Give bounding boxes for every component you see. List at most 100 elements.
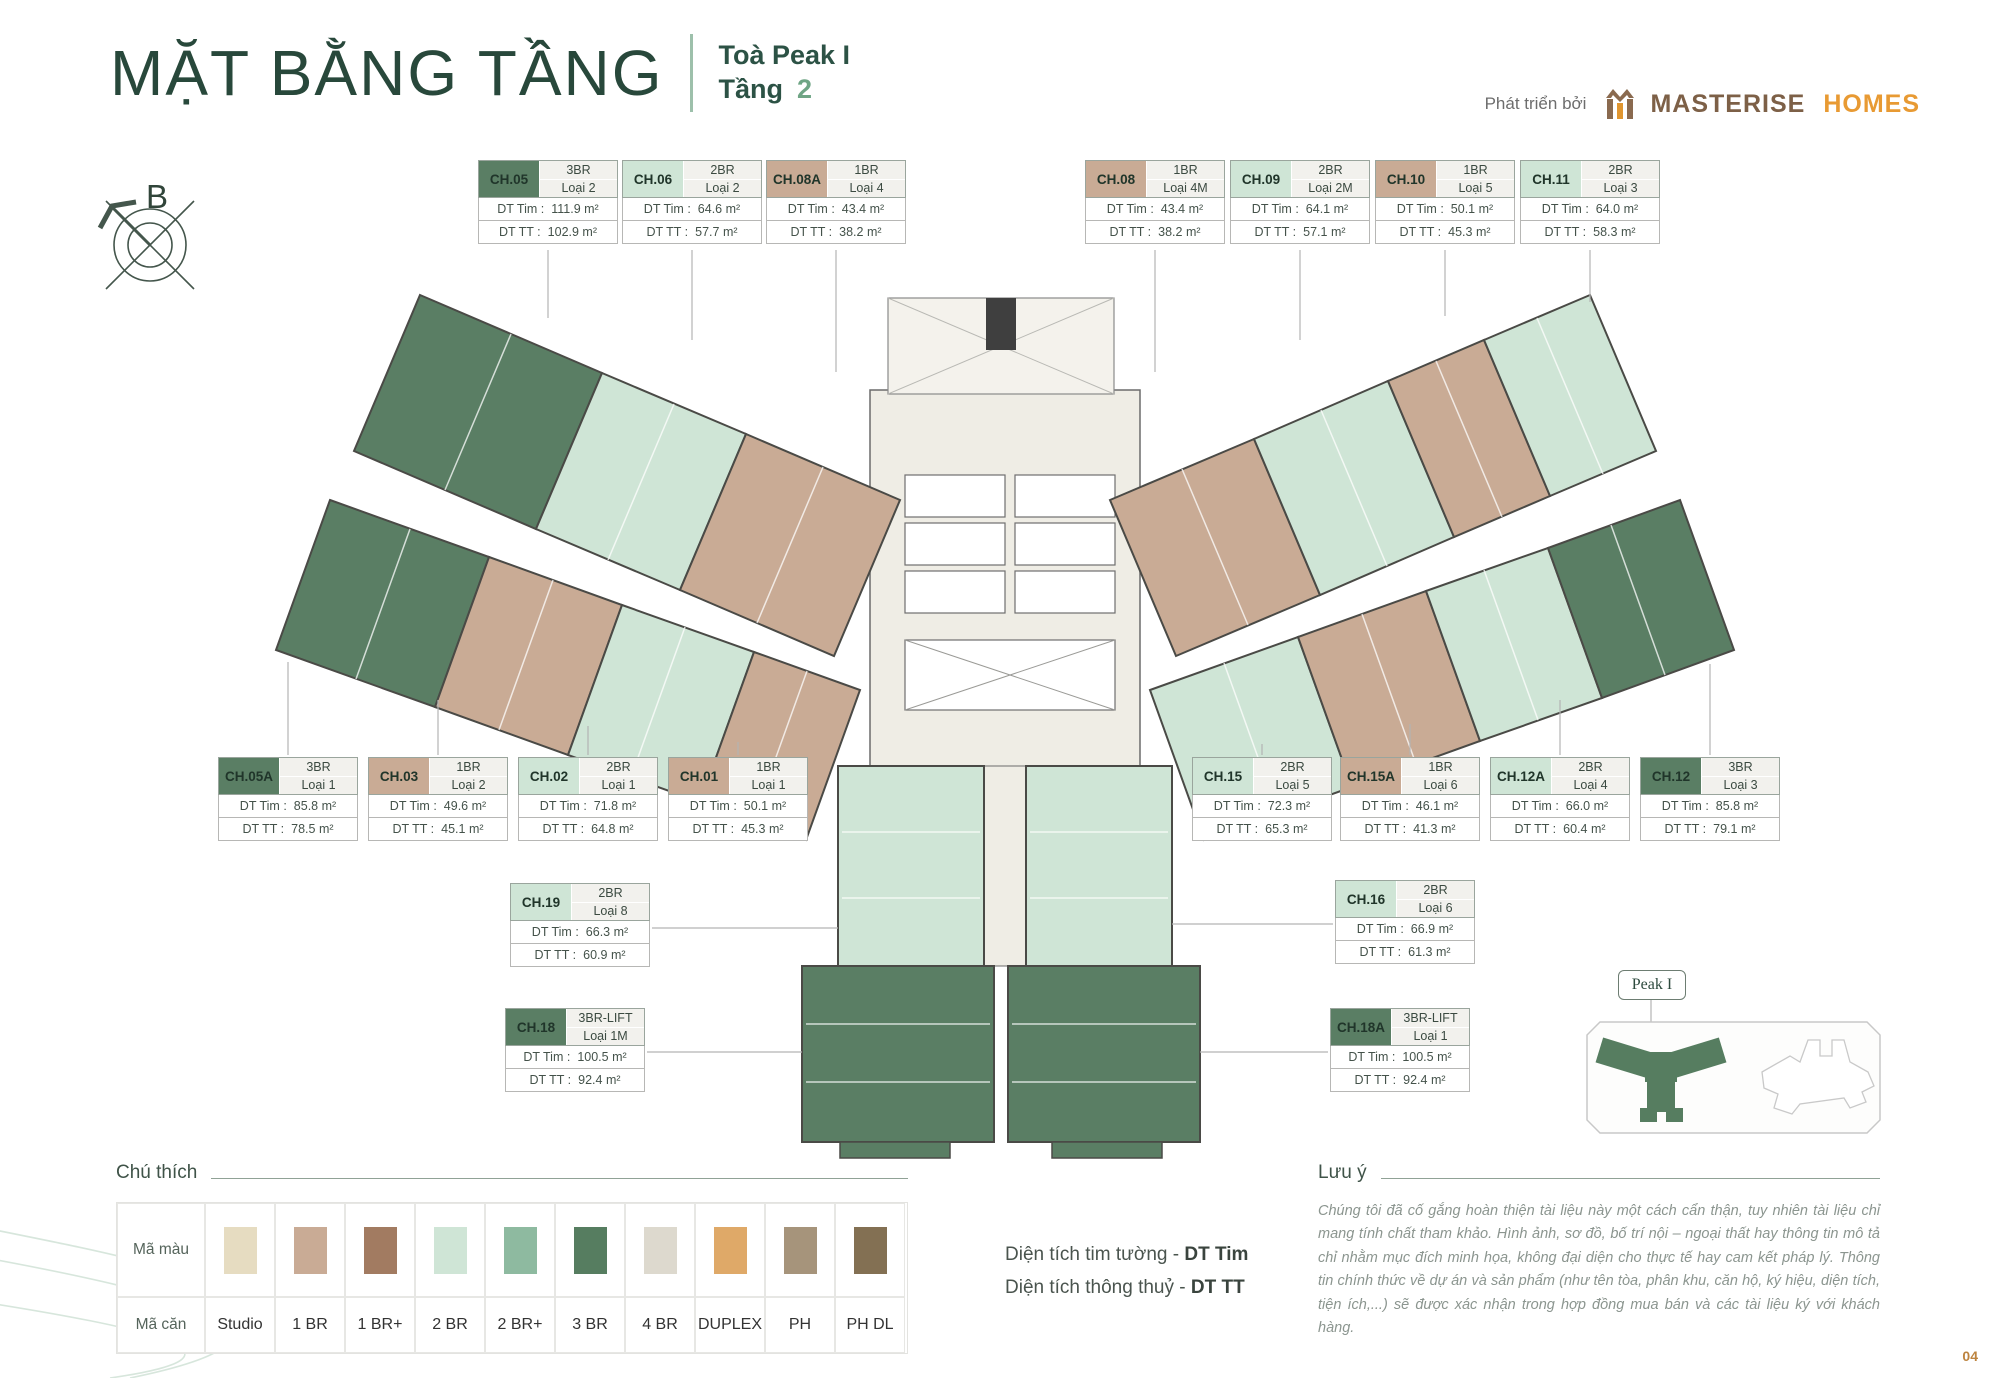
unit-code: CH.15A (1341, 758, 1401, 794)
note-title-rule (1380, 1178, 1880, 1179)
dt-tim-label: DT Tim : (1106, 202, 1154, 216)
dt-tt-label: DT TT : (534, 948, 577, 962)
unit-variant: Loại 6 (1401, 776, 1479, 794)
unit-code: CH.10 (1376, 161, 1436, 197)
dt-tim-value: 72.3 m² (1267, 799, 1311, 813)
area-definitions: Diện tích tim tường - DT Tim Diện tích t… (1005, 1238, 1248, 1305)
dt-tt-label: DT TT : (498, 225, 541, 239)
dt-tt-value: 92.4 m² (1403, 1073, 1446, 1087)
brand-name-homes: HOMES (1823, 89, 1920, 118)
compass-icon (97, 199, 195, 290)
dt-tt-value: 60.4 m² (1563, 822, 1606, 836)
legend-table: Mã màu Mã căn Studio 1 BR 1 BR+ 2 BR 2 B… (116, 1202, 908, 1354)
unit-code: CH.05 (479, 161, 539, 197)
dt-tt-value: 64.8 m² (591, 822, 634, 836)
dt-tim-value: 66.3 m² (585, 925, 629, 939)
dt-tt-label: DT TT : (646, 225, 689, 239)
legend-label-ph: PH (765, 1297, 835, 1353)
unit-type: 1BR (1436, 161, 1514, 180)
dt-tt-label: DT TT : (529, 1073, 572, 1087)
dt-tim-label: DT Tim : (389, 799, 437, 813)
note-title: Lưu ý (1318, 1162, 1367, 1183)
unit-type: 1BR (1401, 758, 1479, 777)
page-title: MẶT BẰNG TẦNG (110, 37, 664, 109)
dt-tt-value: 41.3 m² (1413, 822, 1456, 836)
area-def-tt-text: Diện tích thông thuỷ - (1005, 1277, 1191, 1299)
dt-tt-label: DT TT : (1664, 822, 1707, 836)
note-body: Chúng tôi đã cố gắng hoàn thiện tài liệu… (1318, 1203, 1880, 1337)
unit-code: CH.19 (511, 884, 571, 920)
dt-tim-value: 49.6 m² (443, 799, 487, 813)
spine-lower (801, 765, 1201, 1159)
dt-tt-value: 58.3 m² (1593, 225, 1636, 239)
legend-code-row-label: Mã căn (117, 1297, 205, 1353)
legend-label-studio: Studio (205, 1297, 275, 1353)
unit-type: 2BR (1581, 161, 1659, 180)
unit-code: CH.01 (669, 758, 729, 794)
adjacent-tower-outline (1761, 1039, 1875, 1115)
inset-tower-label: Peak I (1618, 970, 1686, 1000)
unit-variant: Loại 3 (1581, 179, 1659, 197)
dt-tt-value: 79.1 m² (1713, 822, 1756, 836)
unit-type: 3BR (539, 161, 617, 180)
floor-word: Tầng (718, 74, 784, 104)
unit-variant: Loại 4M (1146, 179, 1224, 197)
dt-tt-value: 60.9 m² (583, 948, 626, 962)
dt-tim-label: DT Tim : (497, 202, 545, 216)
unit-type: 1BR (827, 161, 905, 180)
unit-type: 3BR (1701, 758, 1779, 777)
unit-type: 2BR (1291, 161, 1369, 180)
unit-type: 2BR (579, 758, 657, 777)
unit-variant: Loại 2 (683, 179, 761, 197)
compass-north-label: B (146, 178, 169, 215)
developer-brand: Phát triển bởi MASTERISE HOMES (1485, 86, 1920, 122)
unit-code: CH.06 (623, 161, 683, 197)
unit-area-ch12 (1546, 498, 1736, 700)
area-def-tim-text: Diện tích tim tường - (1005, 1244, 1185, 1265)
central-core (869, 297, 1141, 801)
dt-tim-value: 85.8 m² (293, 799, 337, 813)
unit-variant: Loại 1 (729, 776, 807, 794)
legend-title-rule (211, 1178, 908, 1179)
legend-label-duplex: DUPLEX (695, 1297, 765, 1353)
legend-swatch-1brplus (363, 1226, 397, 1274)
dt-tim-value: 50.1 m² (743, 799, 787, 813)
dt-tt-label: DT TT : (392, 822, 435, 836)
dt-tim-value: 43.4 m² (841, 202, 885, 216)
legend-label-2brplus: 2 BR+ (485, 1297, 555, 1353)
dt-tim-value: 66.9 m² (1410, 922, 1454, 936)
dt-tt-label: DT TT : (242, 822, 285, 836)
site-inset (1586, 1021, 1881, 1134)
floor-number: 2 (797, 74, 813, 104)
dt-tt-label: DT TT : (1514, 822, 1557, 836)
dt-tt-value: 57.7 m² (695, 225, 738, 239)
legend-label-1brplus: 1 BR+ (345, 1297, 415, 1353)
dt-tim-value: 64.0 m² (1595, 202, 1639, 216)
dt-tim-label: DT Tim : (539, 799, 587, 813)
legend-label-2br: 2 BR (415, 1297, 485, 1353)
unit-area-ch18 (801, 965, 995, 1143)
dt-tt-value: 92.4 m² (578, 1073, 621, 1087)
dt-tt-label: DT TT : (1109, 225, 1152, 239)
unit-variant: Loại 3 (1701, 776, 1779, 794)
unit-area-ch18a (1007, 965, 1201, 1143)
unit-code: CH.18 (506, 1009, 566, 1045)
dt-tim-label: DT Tim : (523, 1050, 571, 1064)
dt-tim-label: DT Tim : (1213, 799, 1261, 813)
unit-type: 3BR-LIFT (1391, 1009, 1469, 1028)
dt-tim-label: DT Tim : (1541, 202, 1589, 216)
dt-tt-label: DT TT : (1354, 1073, 1397, 1087)
